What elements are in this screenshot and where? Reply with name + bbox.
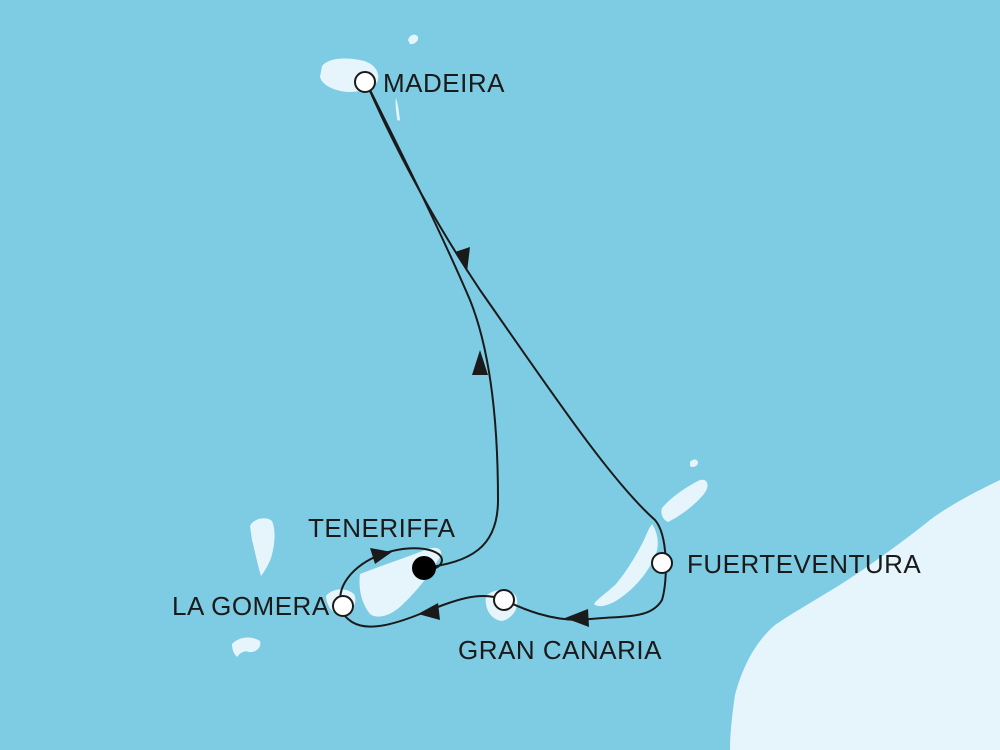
port-label-la-gomera: LA GOMERA: [172, 591, 330, 621]
port-marker-la-gomera: [332, 595, 354, 617]
port-marker-fuerteventura: [651, 552, 673, 574]
arrowhead-icon: [418, 603, 440, 620]
port-marker-madeira: [354, 71, 376, 93]
port-marker-teneriffa-start: [412, 556, 436, 580]
port-label-gran-canaria: GRAN CANARIA: [458, 635, 662, 665]
port-label-fuerteventura: FUERTEVENTURA: [687, 549, 921, 579]
island-la-palma: [250, 518, 275, 576]
route-madeira-fuerteventura: [365, 81, 667, 621]
port-label-teneriffa: TENERIFFA: [308, 513, 456, 543]
port-marker-gran-canaria: [493, 589, 515, 611]
port-label-madeira: MADEIRA: [383, 68, 505, 98]
island-fuerteventura: [594, 524, 658, 607]
island-lanzarote: [661, 479, 708, 522]
route-arrows: [370, 247, 589, 627]
arrowhead-icon: [370, 548, 392, 564]
island-el-hierro: [232, 637, 261, 657]
island-porto-santo: [408, 34, 419, 45]
arrowhead-icon: [565, 609, 589, 627]
island-desertas: [395, 98, 400, 121]
africa-coastline: [730, 480, 1000, 750]
island-la-graciosa: [690, 459, 698, 467]
arrowhead-icon: [472, 350, 488, 375]
arrowhead-icon: [455, 247, 470, 272]
